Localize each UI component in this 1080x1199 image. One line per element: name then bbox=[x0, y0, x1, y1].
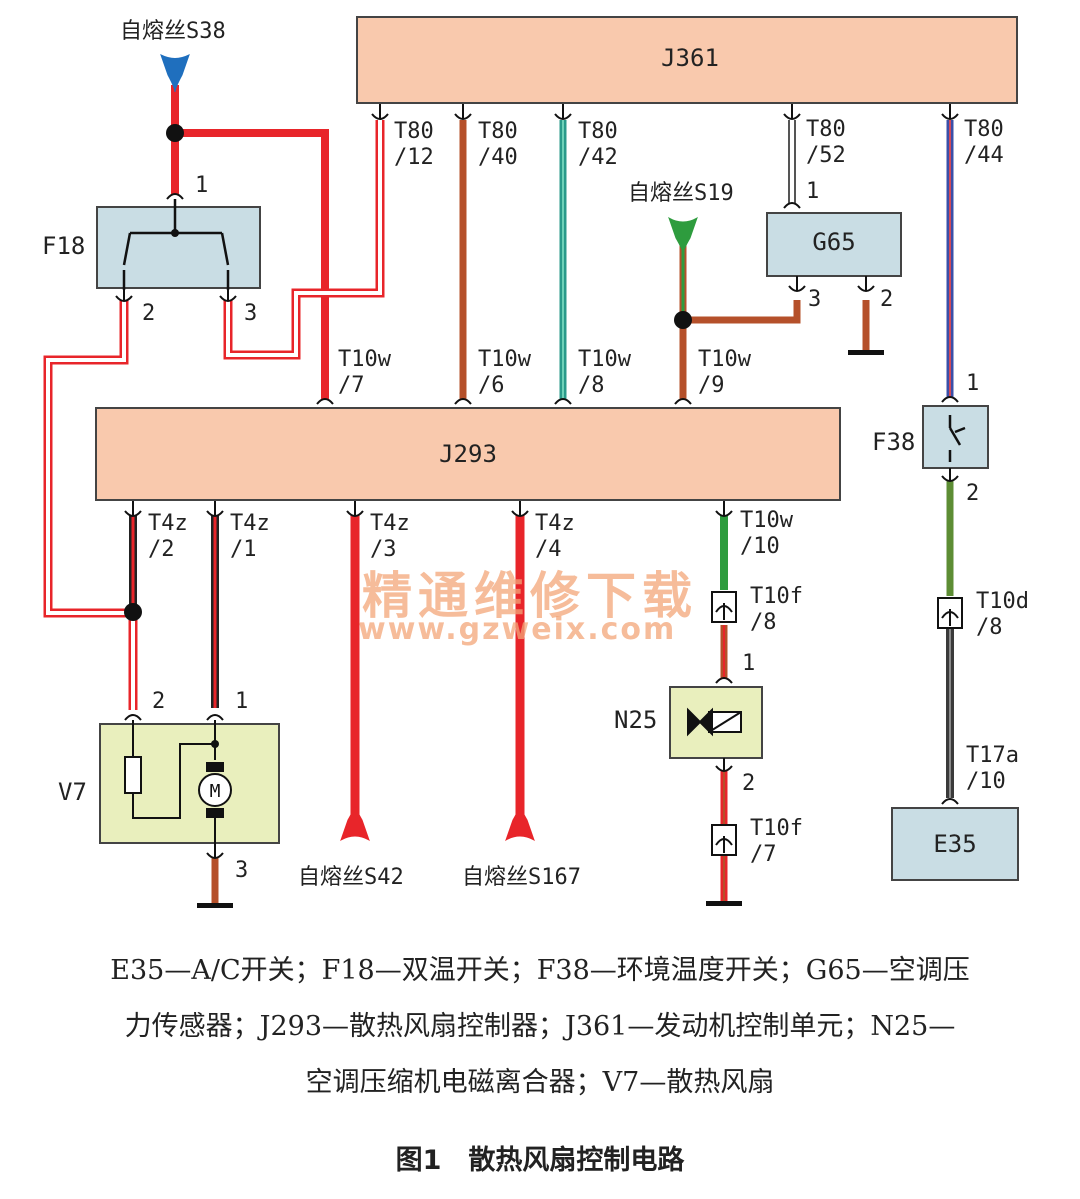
f18-label: F18 bbox=[42, 232, 85, 260]
wire-s38-to-t10w7 bbox=[175, 129, 329, 400]
connector-label: T10w bbox=[578, 347, 632, 372]
legend-line-3: 空调压缩机电磁离合器；V7—散热风扇 bbox=[305, 1067, 775, 1098]
motor-icon bbox=[198, 773, 232, 807]
j361-label: J361 bbox=[661, 44, 719, 72]
connector-label: T80 bbox=[394, 119, 434, 144]
v7-internal-circuit bbox=[124, 716, 216, 852]
fuse-s167-label: 自熔丝S167 bbox=[462, 865, 581, 890]
connector-label: /4 bbox=[535, 537, 562, 562]
connector-label: T4z bbox=[535, 511, 575, 536]
connector-label: T10w bbox=[478, 347, 532, 372]
connector-label: /6 bbox=[478, 373, 505, 398]
connector-label: T80 bbox=[478, 119, 518, 144]
fuse-s19-arrow bbox=[668, 216, 698, 255]
j293-label: J293 bbox=[439, 440, 497, 468]
connector-label: T4z bbox=[230, 511, 270, 536]
connector-label: /9 bbox=[698, 373, 725, 398]
wire-g65-pin3 bbox=[683, 300, 801, 324]
f18-box bbox=[96, 206, 261, 289]
e35-label: E35 bbox=[933, 830, 976, 858]
motor-brush-top bbox=[206, 762, 224, 772]
pin-number: 3 bbox=[808, 287, 821, 312]
connector-label: /44 bbox=[964, 143, 1004, 168]
pin-number: 2 bbox=[142, 301, 155, 326]
v7-label: V7 bbox=[58, 778, 87, 806]
figure-title: 图1 散热风扇控制电路 bbox=[395, 1145, 685, 1176]
connector-label: /10 bbox=[740, 534, 780, 559]
watermark-title: 精通维修下载 bbox=[362, 567, 698, 625]
fuse-s42-arrow bbox=[340, 803, 370, 842]
fuse-s42-label: 自熔丝S42 bbox=[298, 865, 404, 890]
pin-number: 1 bbox=[806, 179, 819, 204]
connector-terminals bbox=[115, 104, 959, 859]
n25-label: N25 bbox=[614, 706, 657, 734]
connector-label: /7 bbox=[338, 373, 365, 398]
ground-symbol bbox=[706, 901, 742, 906]
connector-label: T10f bbox=[750, 584, 803, 609]
inline-connectors bbox=[711, 591, 963, 856]
fuse-s167-arrow bbox=[505, 803, 535, 842]
connector-label: /52 bbox=[806, 143, 846, 168]
connector-label: /10 bbox=[966, 769, 1006, 794]
pin-number: 1 bbox=[195, 173, 208, 198]
connector-label: /8 bbox=[976, 615, 1003, 640]
pin-number: 2 bbox=[152, 689, 165, 714]
pin-number: 3 bbox=[235, 858, 248, 883]
pin-number: 1 bbox=[742, 651, 755, 676]
pin-number: 2 bbox=[880, 287, 893, 312]
connector-label: /3 bbox=[370, 537, 397, 562]
ground-symbol bbox=[197, 903, 233, 908]
pin-number: 1 bbox=[966, 371, 979, 396]
connector-label: T10w bbox=[338, 347, 392, 372]
fuse-s38-arrow bbox=[160, 54, 190, 93]
connector-label: T10w bbox=[698, 347, 752, 372]
junction-dot bbox=[124, 603, 142, 621]
j361-box bbox=[356, 16, 1018, 104]
j293-box bbox=[95, 407, 841, 501]
legend-line-2: 力传感器；J293—散热风扇控制器；J361—发动机控制单元；N25— bbox=[124, 1011, 956, 1042]
connector-label: T80 bbox=[806, 117, 846, 142]
e35-box bbox=[891, 807, 1019, 881]
connector-label: /40 bbox=[478, 145, 518, 170]
g65-label: G65 bbox=[812, 228, 855, 256]
connector-label: /42 bbox=[578, 145, 618, 170]
motor-label: M bbox=[210, 781, 221, 802]
connector-label: T17a bbox=[966, 743, 1019, 768]
fuse-s38-label: 自熔丝S38 bbox=[120, 19, 226, 44]
fuse-s19-label: 自熔丝S19 bbox=[628, 181, 734, 206]
f38-switch-symbol bbox=[948, 415, 966, 462]
connector-label: T10f bbox=[750, 816, 803, 841]
connector-label: /1 bbox=[230, 537, 257, 562]
wiring-schematic: J361 J293 bbox=[42, 16, 1029, 908]
connector-label: /8 bbox=[578, 373, 605, 398]
pin-number: 2 bbox=[966, 481, 979, 506]
g65-box bbox=[766, 212, 902, 277]
junction-dot bbox=[166, 124, 184, 142]
pin-number: 2 bbox=[742, 771, 755, 796]
connector-label: T80 bbox=[964, 117, 1004, 142]
n25-clutch-symbol bbox=[687, 707, 742, 737]
connector-label: /2 bbox=[148, 537, 175, 562]
connector-label: /8 bbox=[750, 610, 777, 635]
connector-label: T4z bbox=[370, 511, 410, 536]
connector-label: /7 bbox=[750, 842, 777, 867]
legend-line-1: E35—A/C开关；F18—双温开关；F38—环境温度开关；G65—空调压 bbox=[110, 955, 970, 986]
ground-symbol bbox=[848, 350, 884, 355]
motor-brush-bottom bbox=[206, 808, 224, 818]
pin-number: 1 bbox=[235, 689, 248, 714]
junction-dot bbox=[674, 311, 692, 329]
connector-label: /12 bbox=[394, 145, 434, 170]
connector-label: T10w bbox=[740, 508, 794, 533]
pin-number: 3 bbox=[244, 301, 257, 326]
f38-label: F38 bbox=[872, 428, 915, 456]
connector-label: T10d bbox=[976, 589, 1029, 614]
watermark-url: www.gzweix.com bbox=[358, 612, 677, 647]
connector-label: T80 bbox=[578, 119, 618, 144]
connector-label: T4z bbox=[148, 511, 188, 536]
